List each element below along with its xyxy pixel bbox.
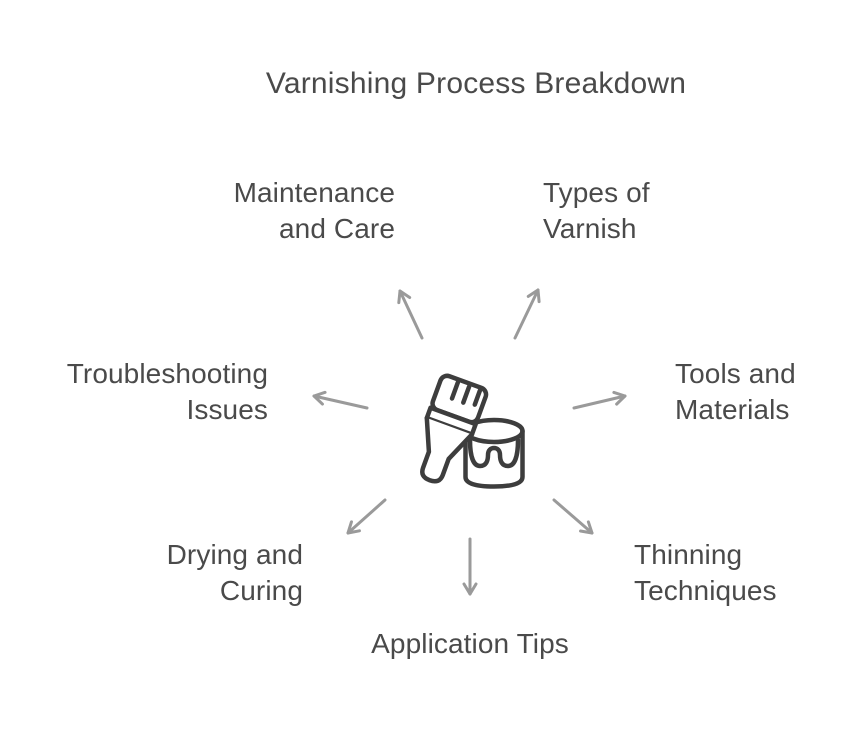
- connector-arrows: [312, 288, 627, 596]
- node-label-tools-and-materials: Tools and Materials: [675, 358, 796, 425]
- arrow-to-types-of-varnish: [513, 288, 541, 340]
- diagram-title: Varnishing Process Breakdown: [265, 67, 687, 100]
- paintbrush-icon: [420, 373, 489, 484]
- arrow-to-tools-and-materials: [572, 390, 627, 410]
- arrow-to-troubleshooting-issues: [312, 390, 369, 410]
- arrow-to-drying-and-curing: [346, 498, 387, 535]
- node-label-application-tips: Application Tips: [371, 628, 569, 659]
- arrow-to-thinning-techniques: [552, 498, 594, 535]
- paint-drip: [467, 437, 521, 469]
- node-label-maintenance-and-care: Maintenance and Care: [233, 177, 395, 244]
- node-label-troubleshooting-issues: Troubleshooting Issues: [66, 358, 268, 425]
- brush-handle: [420, 415, 475, 484]
- paintbrush-and-paint-can-icon: [420, 373, 525, 489]
- paint-can-body: [463, 428, 525, 489]
- brush-bristle-lines: [449, 380, 483, 407]
- node-label-types-of-varnish: Types of Varnish: [543, 177, 650, 244]
- arrow-to-maintenance-and-care: [397, 289, 424, 340]
- node-label-thinning-techniques: Thinning Techniques: [634, 539, 777, 606]
- node-label-drying-and-curing: Drying and Curing: [166, 539, 303, 606]
